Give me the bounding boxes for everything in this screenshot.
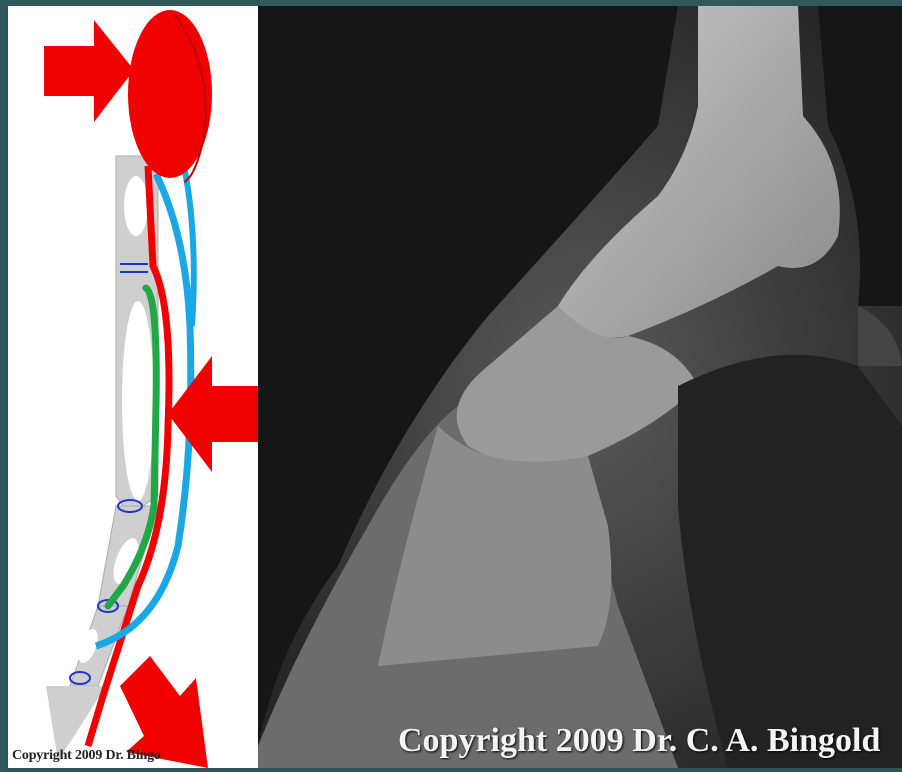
hoof-radiograph: Copyright 2009 Dr. C. A. Bingold <box>258 6 902 768</box>
bone-hole-main <box>122 301 154 501</box>
bone-hole-upper <box>124 176 148 236</box>
radiograph-copyright-caption: Copyright 2009 Dr. C. A. Bingold <box>398 722 902 760</box>
schematic-drawing <box>8 6 258 768</box>
radiograph-drawing <box>258 6 902 768</box>
arrow-top-left <box>44 20 134 122</box>
diagram-copyright-caption: Copyright 2009 Dr. Bingo <box>12 748 262 764</box>
arrow-mid-right <box>168 356 258 472</box>
leg-schematic-diagram: Copyright 2009 Dr. Bingo <box>8 6 258 768</box>
